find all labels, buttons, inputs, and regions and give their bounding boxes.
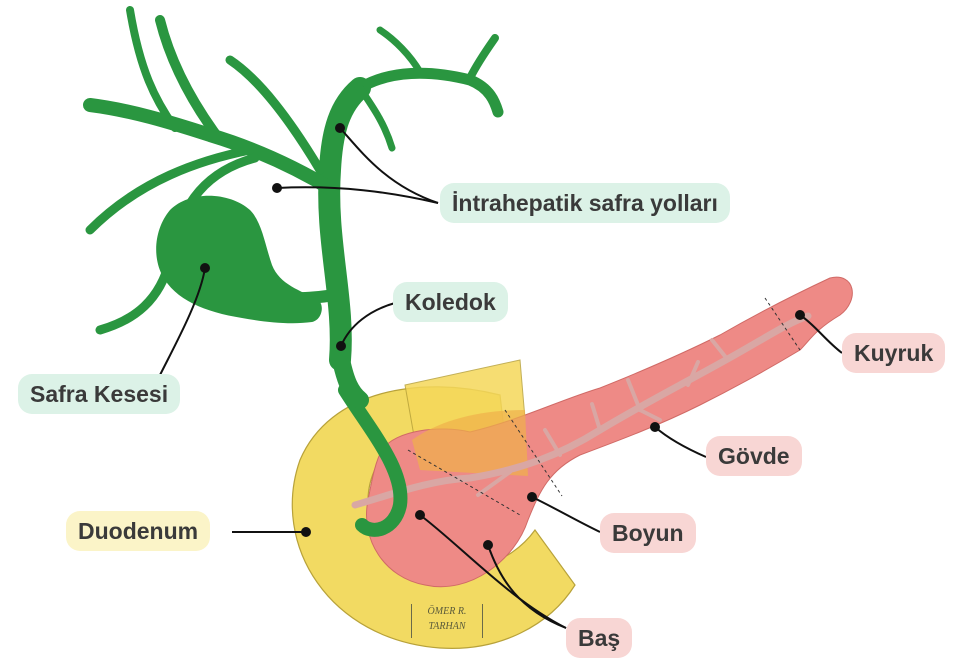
signature-line2: TARHAN [412, 619, 482, 634]
label-koledok: Koledok [393, 282, 508, 322]
label-boyun: Boyun [600, 513, 696, 553]
label-duodenum: Duodenum [66, 511, 210, 551]
label-bas: Baş [566, 618, 632, 658]
author-signature: ÖMER R. TARHAN [411, 604, 483, 638]
gallbladder-shape [156, 196, 322, 323]
signature-line1: ÖMER R. [412, 604, 482, 619]
label-safra-kesesi: Safra Kesesi [18, 374, 180, 414]
label-intrahepatik: İntrahepatik safra yolları [440, 183, 730, 223]
label-kuyruk: Kuyruk [842, 333, 945, 373]
label-govde: Gövde [706, 436, 802, 476]
